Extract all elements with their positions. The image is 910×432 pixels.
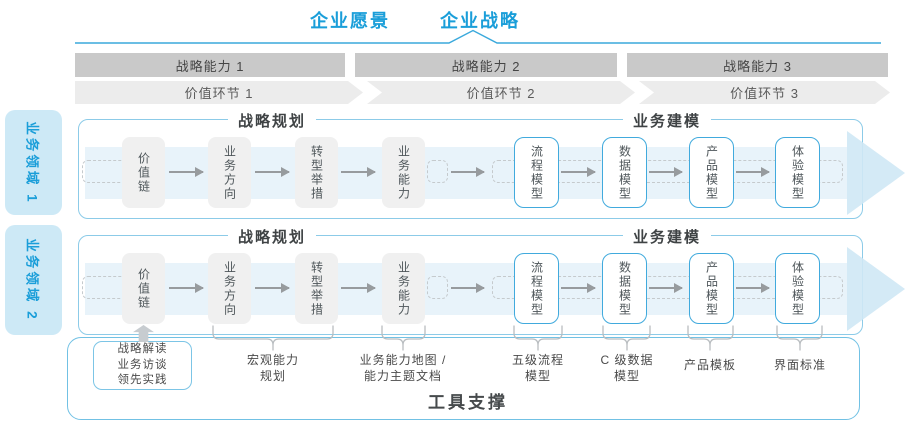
dashed-placeholder <box>427 276 448 299</box>
macro-capability-note: 宏观能力 规划 <box>246 353 300 383</box>
flow-arrow-icon <box>649 283 683 293</box>
tool-support-title: 工具支撑 <box>428 393 508 412</box>
value-chain-box: 价值链 <box>122 253 165 324</box>
business-modeling-section-title: 业务建模 <box>622 226 712 247</box>
dashed-placeholder <box>427 160 448 183</box>
value-link-chevron-1: 价值环节 1 <box>75 81 363 104</box>
experience-model-box: 体验模型 <box>775 137 820 208</box>
flow-arrow-icon <box>341 167 376 177</box>
business-direction-box: 业务方向 <box>208 253 251 324</box>
product-model-box: 产品模型 <box>689 137 734 208</box>
data-model-box: 数据模型 <box>602 253 647 324</box>
strategic-planning-section-title: 战略规划 <box>227 110 317 131</box>
flow-arrow-icon <box>561 167 596 177</box>
strategic-capability-bar-2: 战略能力 2 <box>355 53 617 77</box>
value-link-chevron-3: 价值环节 3 <box>639 81 890 104</box>
strategic-planning-section-title: 战略规划 <box>227 226 317 247</box>
value-stream-arrowhead-icon <box>847 131 905 215</box>
strategic-capability-bar-1: 战略能力 1 <box>75 53 345 77</box>
flow-arrow-icon <box>736 283 770 293</box>
enterprise-strategy-title: 企业战略 <box>440 11 520 31</box>
dashed-placeholder <box>492 276 843 299</box>
enterprise-vision-title: 企业愿景 <box>310 11 390 31</box>
business-modeling-section-title: 业务建模 <box>622 110 712 131</box>
value-link-chevron-2: 价值环节 2 <box>367 81 635 104</box>
business-domain-label-1: 业务领域 1 <box>24 120 40 205</box>
strategic-capability-bar-3: 战略能力 3 <box>627 53 888 77</box>
flow-arrow-icon <box>255 283 290 293</box>
transformation-initiative-box: 转型举措 <box>295 137 338 208</box>
dashed-placeholder <box>492 160 843 183</box>
business-domain-label-2: 业务领域 2 <box>24 238 40 322</box>
strategy-inputs-line-1: 战略解读 <box>117 343 168 356</box>
flow-arrow-icon <box>341 283 376 293</box>
flow-arrow-icon <box>169 167 204 177</box>
business-domain-tag-2: 业务领域 2 <box>5 225 62 335</box>
flow-arrow-icon <box>169 283 204 293</box>
experience-model-box: 体验模型 <box>775 253 820 324</box>
process-model-box: 流程模型 <box>514 137 559 208</box>
process-l5-note: 五级流程 模型 <box>511 353 565 383</box>
product-template-note: 产品模板 <box>683 358 737 372</box>
business-domain-tag-1: 业务领域 1 <box>5 110 62 215</box>
process-model-box: 流程模型 <box>514 253 559 324</box>
strategy-inputs-line-3: 领先实践 <box>117 374 168 387</box>
transformation-initiative-box: 转型举措 <box>295 253 338 324</box>
strategy-inputs-line-2: 业务访谈 <box>117 358 168 371</box>
flow-arrow-icon <box>451 283 485 293</box>
tool-support-frame <box>67 337 860 420</box>
value-stream-arrowhead-icon <box>847 247 905 331</box>
c-level-data-note: C 级数据 模型 <box>600 353 654 383</box>
strategy-inputs-box: 战略解读 业务访谈 领先实践 <box>93 341 192 390</box>
flow-arrow-icon <box>451 167 485 177</box>
data-model-box: 数据模型 <box>602 137 647 208</box>
business-direction-box: 业务方向 <box>208 137 251 208</box>
capability-map-note: 业务能力地图 / 能力主题文档 <box>359 353 447 383</box>
flow-arrow-icon <box>736 167 770 177</box>
business-capability-box: 业务能力 <box>382 253 425 324</box>
ui-standard-note: 界面标准 <box>773 358 827 372</box>
value-chain-box: 价值链 <box>122 137 165 208</box>
flow-arrow-icon <box>649 167 683 177</box>
flow-arrow-icon <box>561 283 596 293</box>
product-model-box: 产品模型 <box>689 253 734 324</box>
business-capability-box: 业务能力 <box>382 137 425 208</box>
flow-arrow-icon <box>255 167 290 177</box>
